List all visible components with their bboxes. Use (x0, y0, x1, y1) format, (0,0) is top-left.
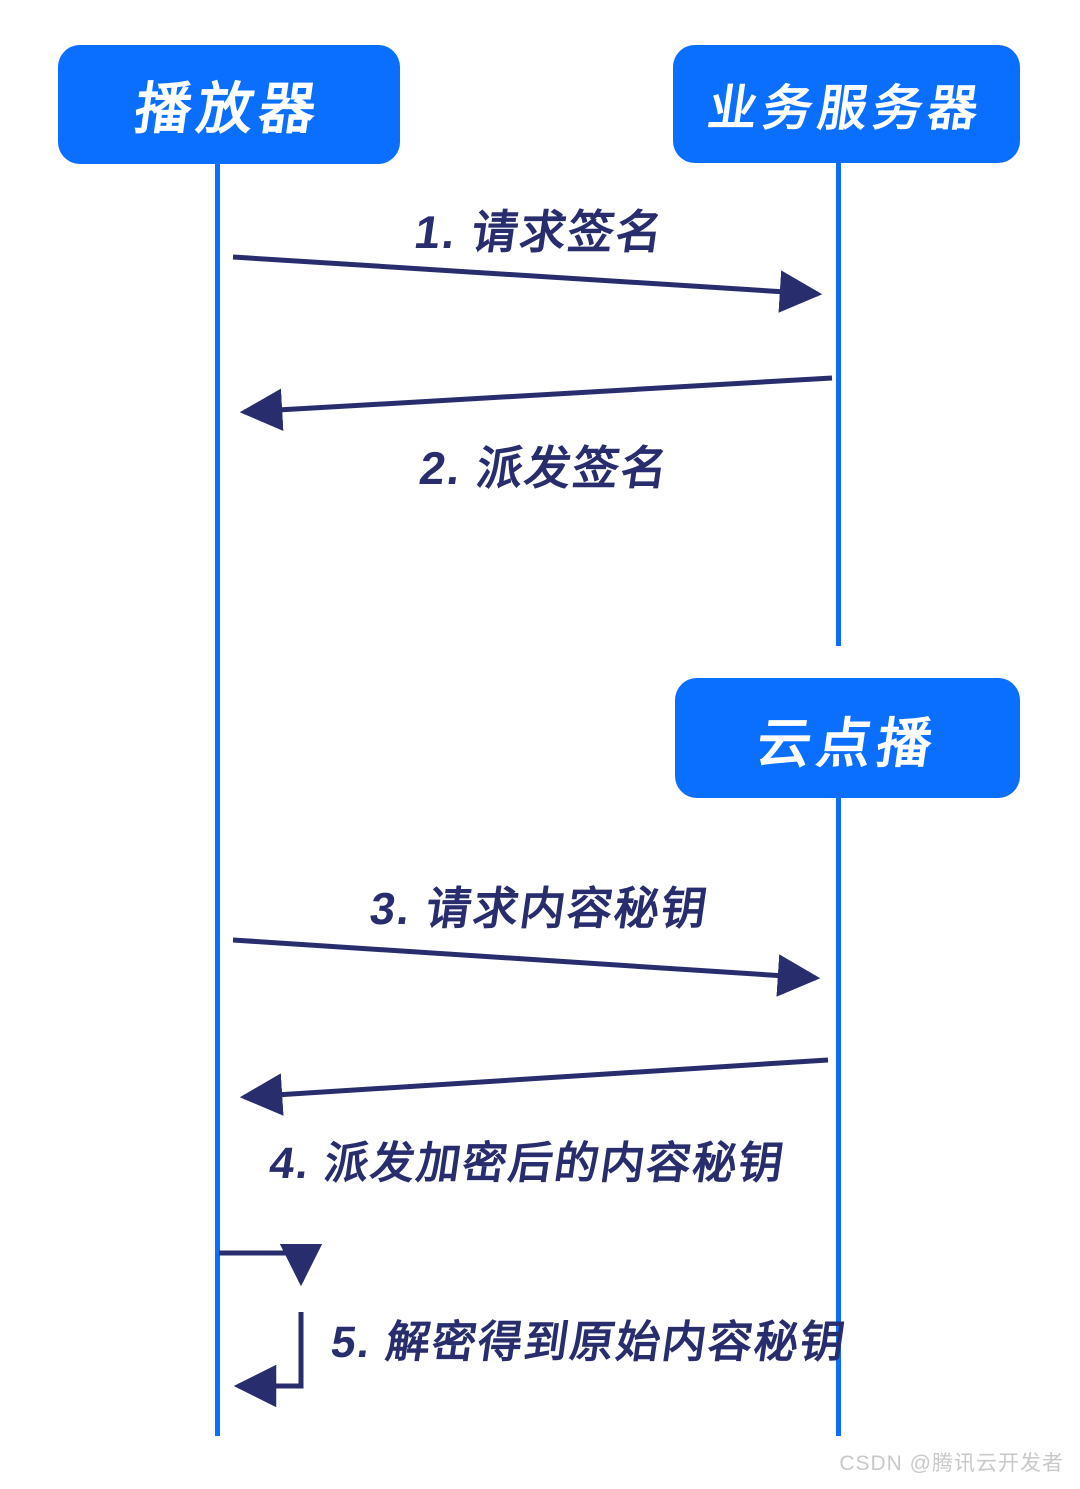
actor-label-vod: 云点播 (752, 713, 941, 774)
message-arrow-1-request-signature (232, 254, 823, 313)
message-arrow-3-request-content-key (232, 937, 821, 997)
message-label-2: 2. 派发签名 (416, 442, 673, 494)
message-arrow-4-distribute-encrypted-key (239, 1057, 829, 1116)
message-label-1: 1. 请求签名 (411, 206, 668, 258)
actor-box-business-server: 业务服务器 (673, 45, 1020, 163)
message-label-5: 5. 解密得到原始内容秘钥 (327, 1318, 850, 1367)
self-loop-arrow-bottom (233, 1312, 304, 1408)
self-loop-arrow-top (219, 1243, 323, 1287)
message-label-3: 3. 请求内容秘钥 (366, 883, 713, 934)
message-label-4: 4. 派发加密后的内容秘钥 (266, 1139, 789, 1188)
watermark-text: CSDN @腾讯云开发者 (839, 1452, 1064, 1475)
actor-label-business-server: 业务服务器 (704, 81, 988, 136)
actor-box-vod: 云点播 (675, 678, 1020, 798)
actor-box-player: 播放器 (58, 45, 400, 164)
actor-label-player: 播放器 (131, 77, 326, 140)
message-arrow-2-distribute-signature (239, 375, 833, 432)
